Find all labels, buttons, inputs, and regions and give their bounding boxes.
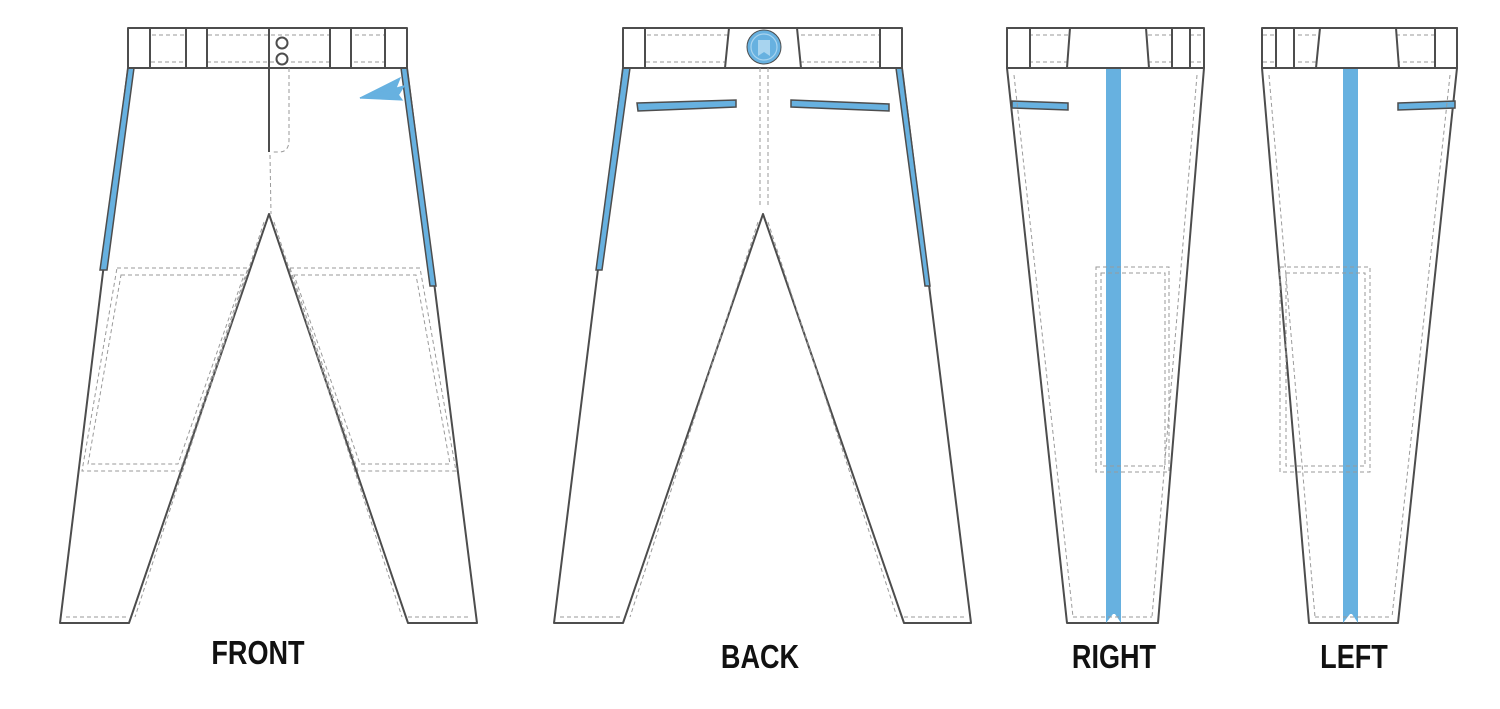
right-pants-body — [1006, 67, 1205, 624]
waist-button-icon — [275, 36, 289, 50]
back-view-label: BACK — [720, 638, 800, 675]
front-belt-loop-1 — [127, 27, 151, 69]
left-belt-loop-1 — [1275, 27, 1295, 69]
back-belt-loop-1 — [622, 27, 646, 69]
left-belt-loop-2 — [1434, 27, 1458, 69]
back-pocket-left — [636, 99, 737, 112]
back-belt-loop-2 — [879, 27, 903, 69]
right-side-stripe — [1106, 68, 1121, 623]
back-pocket-right — [790, 99, 890, 112]
right-belt-loop-2 — [1171, 27, 1191, 69]
left-pocket — [1397, 100, 1456, 111]
front-belt-loop-4 — [384, 27, 408, 69]
round-team-patch-icon — [746, 29, 782, 65]
right-belt-loop-1 — [1006, 27, 1031, 69]
right-side-view — [1006, 27, 1205, 624]
front-view — [59, 27, 478, 624]
triple-arrow-logo-icon — [359, 76, 406, 101]
back-view — [553, 27, 972, 624]
left-pants-body — [1261, 67, 1458, 624]
left-side-view — [1261, 27, 1458, 624]
left-view-label: LEFT — [1320, 638, 1388, 675]
waist-button-icon — [275, 52, 289, 66]
front-view-label: FRONT — [211, 634, 305, 671]
right-view-label: RIGHT — [1071, 638, 1157, 675]
left-center-yoke — [1315, 27, 1400, 69]
front-belt-loop-3 — [329, 27, 352, 69]
right-center-yoke — [1066, 27, 1150, 69]
right-pocket — [1011, 100, 1069, 111]
left-side-stripe — [1343, 68, 1358, 623]
front-waistband — [127, 27, 408, 69]
front-belt-loop-2 — [185, 27, 208, 69]
